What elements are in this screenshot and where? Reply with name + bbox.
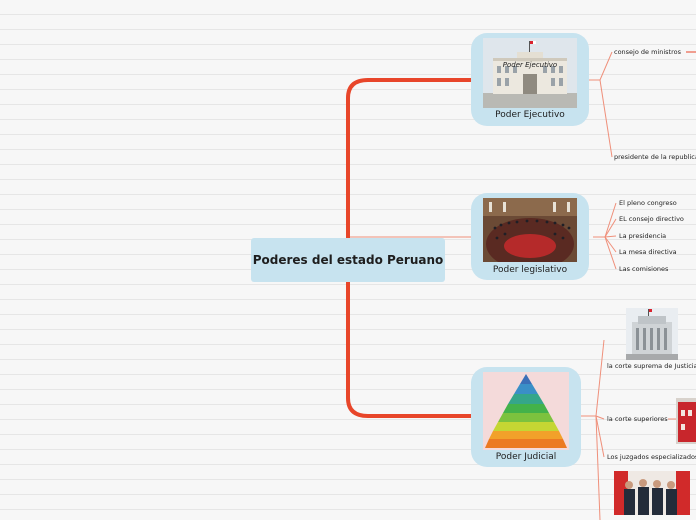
leaf-consejo-de-ministros[interactable]: consejo de ministros [614, 48, 681, 56]
judges-group-photo [614, 471, 690, 515]
central-topic[interactable]: Poderes del estado Peruano [251, 238, 445, 282]
trunk-to-judicial [346, 282, 473, 418]
judicial-pyramid-image [483, 372, 569, 450]
leaf-los-juzgados-especializados[interactable]: Los juzgados especializados [607, 453, 696, 461]
branch-poder-ejecutivo[interactable]: Poder Ejecutivo Poder Ejecutivo [471, 33, 589, 126]
link-consejo [589, 51, 613, 81]
palace-image-caption: Poder Ejecutivo [502, 61, 558, 69]
leaf-la-mesa-directiva[interactable]: La mesa directiva [619, 248, 677, 256]
trunk-to-ejecutivo [346, 78, 473, 238]
leaf-el-pleno-congreso[interactable]: El pleno congreso [619, 199, 677, 207]
central-topic-title: Poderes del estado Peruano [252, 252, 444, 267]
link-pleno [593, 202, 617, 238]
leaf-la-corte-suprema[interactable]: la corte suprema de Justicia [607, 362, 696, 370]
branch-label: Poder Ejecutivo [495, 110, 565, 120]
link-superiores [595, 415, 605, 420]
leaf-presidente-de-la-republica[interactable]: presidente de la republica [614, 153, 696, 161]
link-presidencia [604, 235, 617, 238]
branch-label: Poder legislativo [492, 265, 568, 275]
congress-image [483, 198, 577, 262]
branch-label: Poder Judicial [495, 452, 557, 462]
link-extra [595, 415, 601, 520]
link-consejo-directivo [604, 218, 617, 238]
branch-poder-judicial[interactable]: Poder Judicial [471, 367, 581, 467]
superior-court-image [676, 398, 696, 444]
palace-image: Poder Ejecutivo [483, 38, 577, 108]
leaf-la-corte-superiores[interactable]: la corte superiores [607, 415, 668, 423]
leaf-la-presidencia[interactable]: La presidencia [619, 232, 667, 240]
supreme-court-building-image [626, 308, 678, 360]
link-presidente [599, 79, 613, 158]
leaf-las-comisiones[interactable]: Las comisiones [619, 265, 669, 273]
link-suprema [581, 339, 605, 417]
link-comisiones [604, 236, 617, 270]
branch-poder-legislativo[interactable]: Poder legislativo [471, 193, 589, 280]
leaf-el-consejo-directivo[interactable]: EL consejo directivo [619, 215, 684, 223]
link-mesa [604, 236, 617, 253]
link-juzgados [595, 415, 605, 458]
